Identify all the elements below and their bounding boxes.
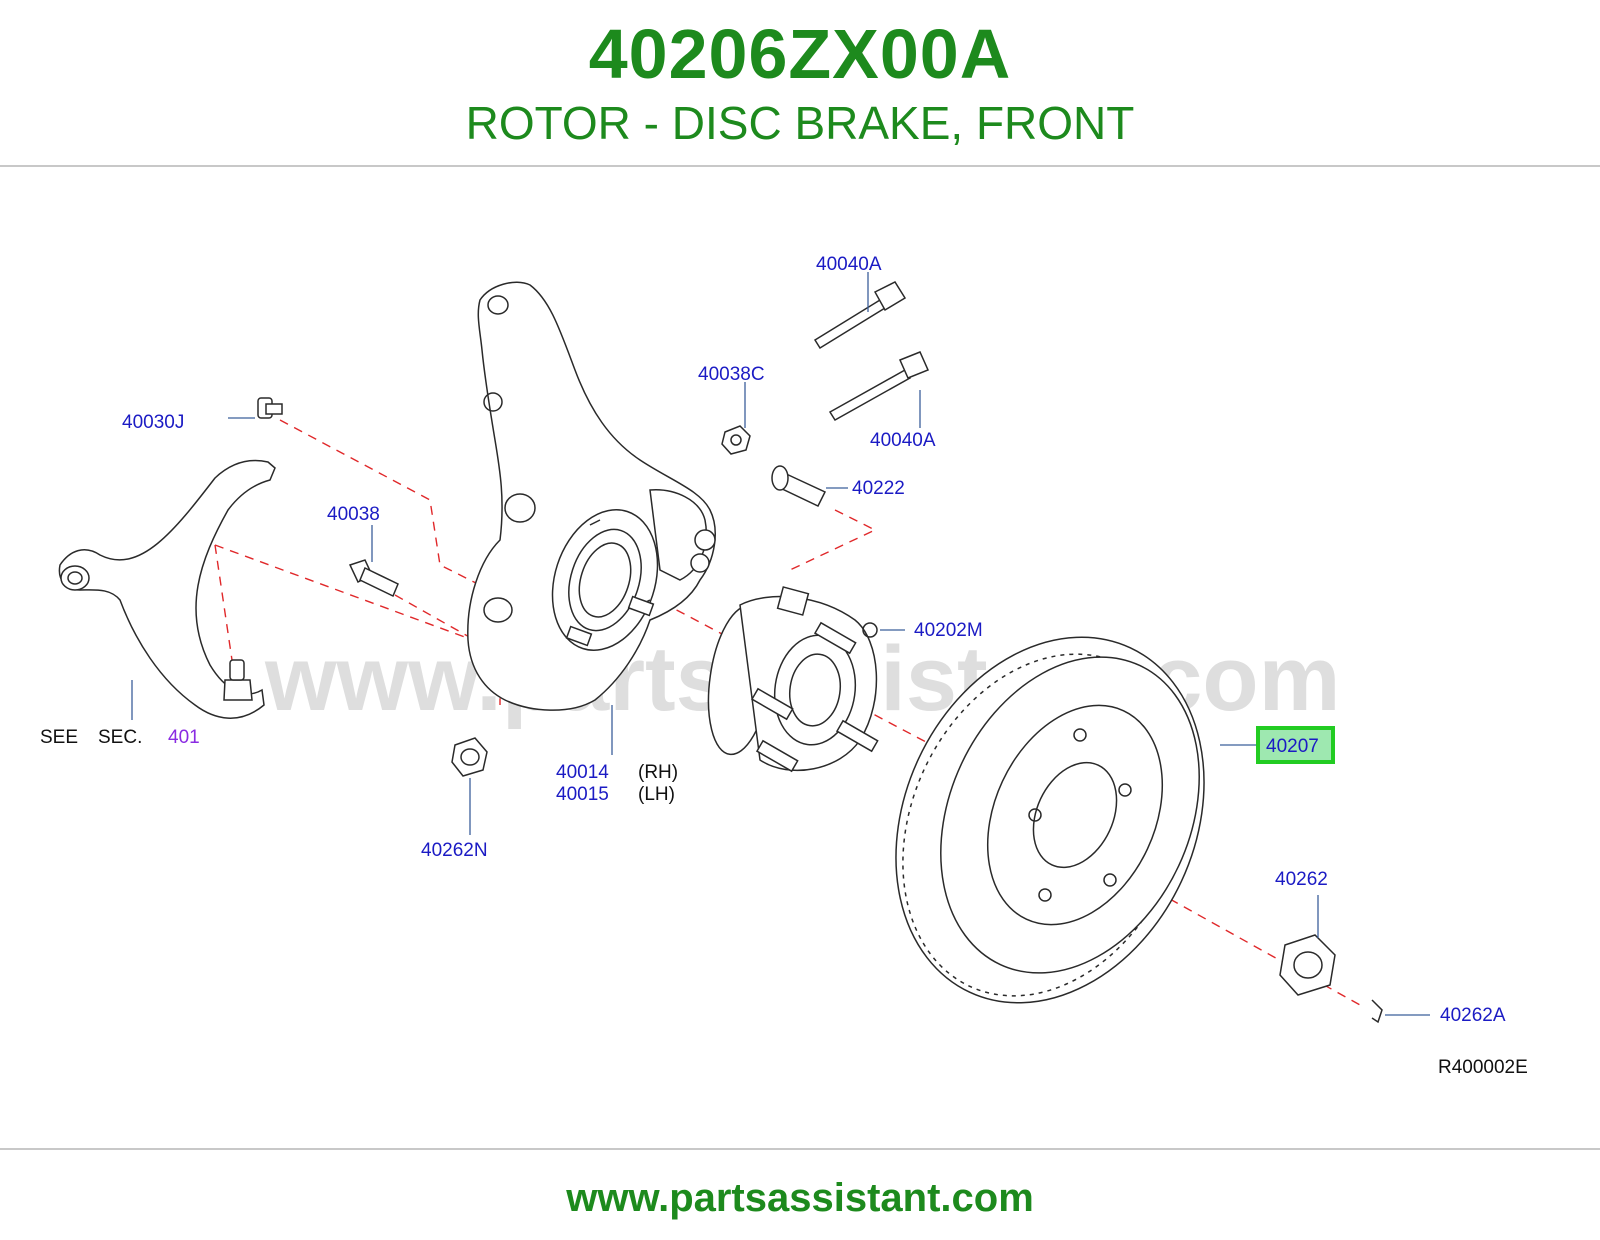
footer-divider — [0, 1148, 1600, 1150]
page-header: 40206ZX00A ROTOR - DISC BRAKE, FRONT — [0, 0, 1600, 168]
pin-40262a — [1371, 999, 1383, 1024]
callout-40014[interactable]: 40014 — [556, 762, 609, 783]
callout-40038[interactable]: 40038 — [327, 504, 380, 525]
nut-40262 — [1279, 934, 1336, 996]
callout-40015[interactable]: 40015 — [556, 784, 609, 805]
diagram-reference: R400002E — [1438, 1057, 1528, 1078]
parts-diagram-svg: www.partsassistant.com — [40, 254, 1528, 1078]
rh-label: (RH) — [638, 762, 678, 783]
sec-label: SEC. — [98, 727, 142, 748]
stud-40222 — [771, 465, 827, 507]
callout-40038c[interactable]: 40038C — [698, 364, 765, 385]
callout-40262a[interactable]: 40262A — [1440, 1005, 1506, 1026]
steering-knuckle — [467, 281, 716, 711]
callout-40207[interactable]: 40207 — [1266, 736, 1319, 757]
parts-diagram: www.partsassistant.com — [0, 170, 1600, 1148]
brake-rotor — [895, 636, 1205, 1004]
footer-url[interactable]: www.partsassistant.com — [566, 1176, 1034, 1220]
header-divider — [0, 165, 1600, 167]
callout-40262[interactable]: 40262 — [1275, 869, 1328, 890]
part-number-title: 40206ZX00A — [588, 15, 1012, 93]
callout-40040a-top[interactable]: 40040A — [816, 254, 882, 275]
lh-label: (LH) — [638, 784, 675, 805]
callout-40202m[interactable]: 40202M — [914, 620, 983, 641]
part-name-subtitle: ROTOR - DISC BRAKE, FRONT — [465, 97, 1135, 149]
bolt-40040a-top — [813, 281, 907, 350]
section-link-401[interactable]: 401 — [168, 727, 200, 748]
bolt-40038 — [348, 559, 399, 598]
leader-lines — [131, 272, 1430, 1016]
bolt-40040a-bottom — [828, 351, 930, 422]
hub-assembly — [707, 586, 879, 773]
callout-40040a-bottom[interactable]: 40040A — [870, 430, 936, 451]
highlight-box-40207 — [1256, 726, 1335, 764]
lower-control-arm — [58, 459, 276, 719]
callout-40222[interactable]: 40222 — [852, 478, 905, 499]
see-label: SEE — [40, 727, 78, 748]
callout-40262n[interactable]: 40262N — [421, 840, 488, 861]
nut-40038c — [721, 425, 751, 455]
callout-40030j[interactable]: 40030J — [122, 412, 184, 433]
nut-40262n — [451, 737, 488, 777]
bolt-40030j — [257, 397, 283, 419]
